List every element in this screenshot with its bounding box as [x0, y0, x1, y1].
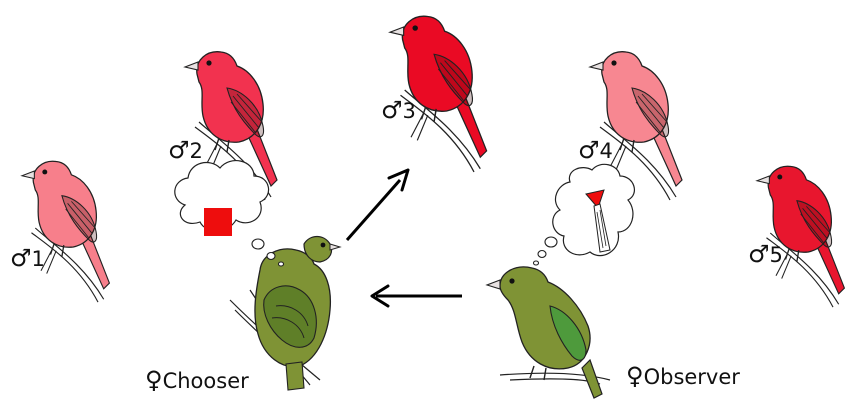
male-symbol: ♂ [10, 244, 32, 272]
chooser-text: Chooser [162, 369, 249, 393]
male-bird-3 [389, 15, 488, 173]
red-square-icon [204, 208, 232, 236]
male-number: 3 [402, 99, 416, 123]
male-4-label: ♂4 [578, 138, 613, 162]
male-number: 2 [189, 139, 203, 163]
chooser-thought-bubble [174, 160, 285, 267]
male-number: 4 [599, 139, 613, 163]
chooser-label: ♀Chooser [145, 368, 249, 392]
male-symbol: ♂ [578, 136, 600, 164]
male-symbol: ♂ [381, 96, 403, 124]
arrow-chooser-to-male-3 [345, 168, 410, 241]
arrow-observer-to-chooser [370, 284, 462, 308]
male-3-label: ♂3 [381, 98, 416, 122]
observer-female-bird [485, 266, 611, 399]
male-1-label: ♂1 [10, 246, 45, 270]
male-symbol: ♂ [748, 240, 770, 268]
female-symbol: ♀ [145, 366, 163, 394]
male-number: 5 [769, 243, 783, 267]
observer-label: ♀Observer [626, 364, 740, 388]
male-number: 1 [31, 247, 45, 271]
chooser-female-bird [229, 235, 342, 391]
female-symbol: ♀ [626, 362, 644, 390]
observer-thought-bubble [532, 163, 636, 266]
male-bird-5 [756, 165, 846, 308]
male-2-label: ♂2 [168, 138, 203, 162]
red-bird-head-icon [585, 189, 611, 253]
male-symbol: ♂ [168, 136, 190, 164]
male-bird-1 [21, 160, 111, 303]
observer-text: Observer [643, 365, 740, 389]
male-5-label: ♂5 [748, 242, 783, 266]
